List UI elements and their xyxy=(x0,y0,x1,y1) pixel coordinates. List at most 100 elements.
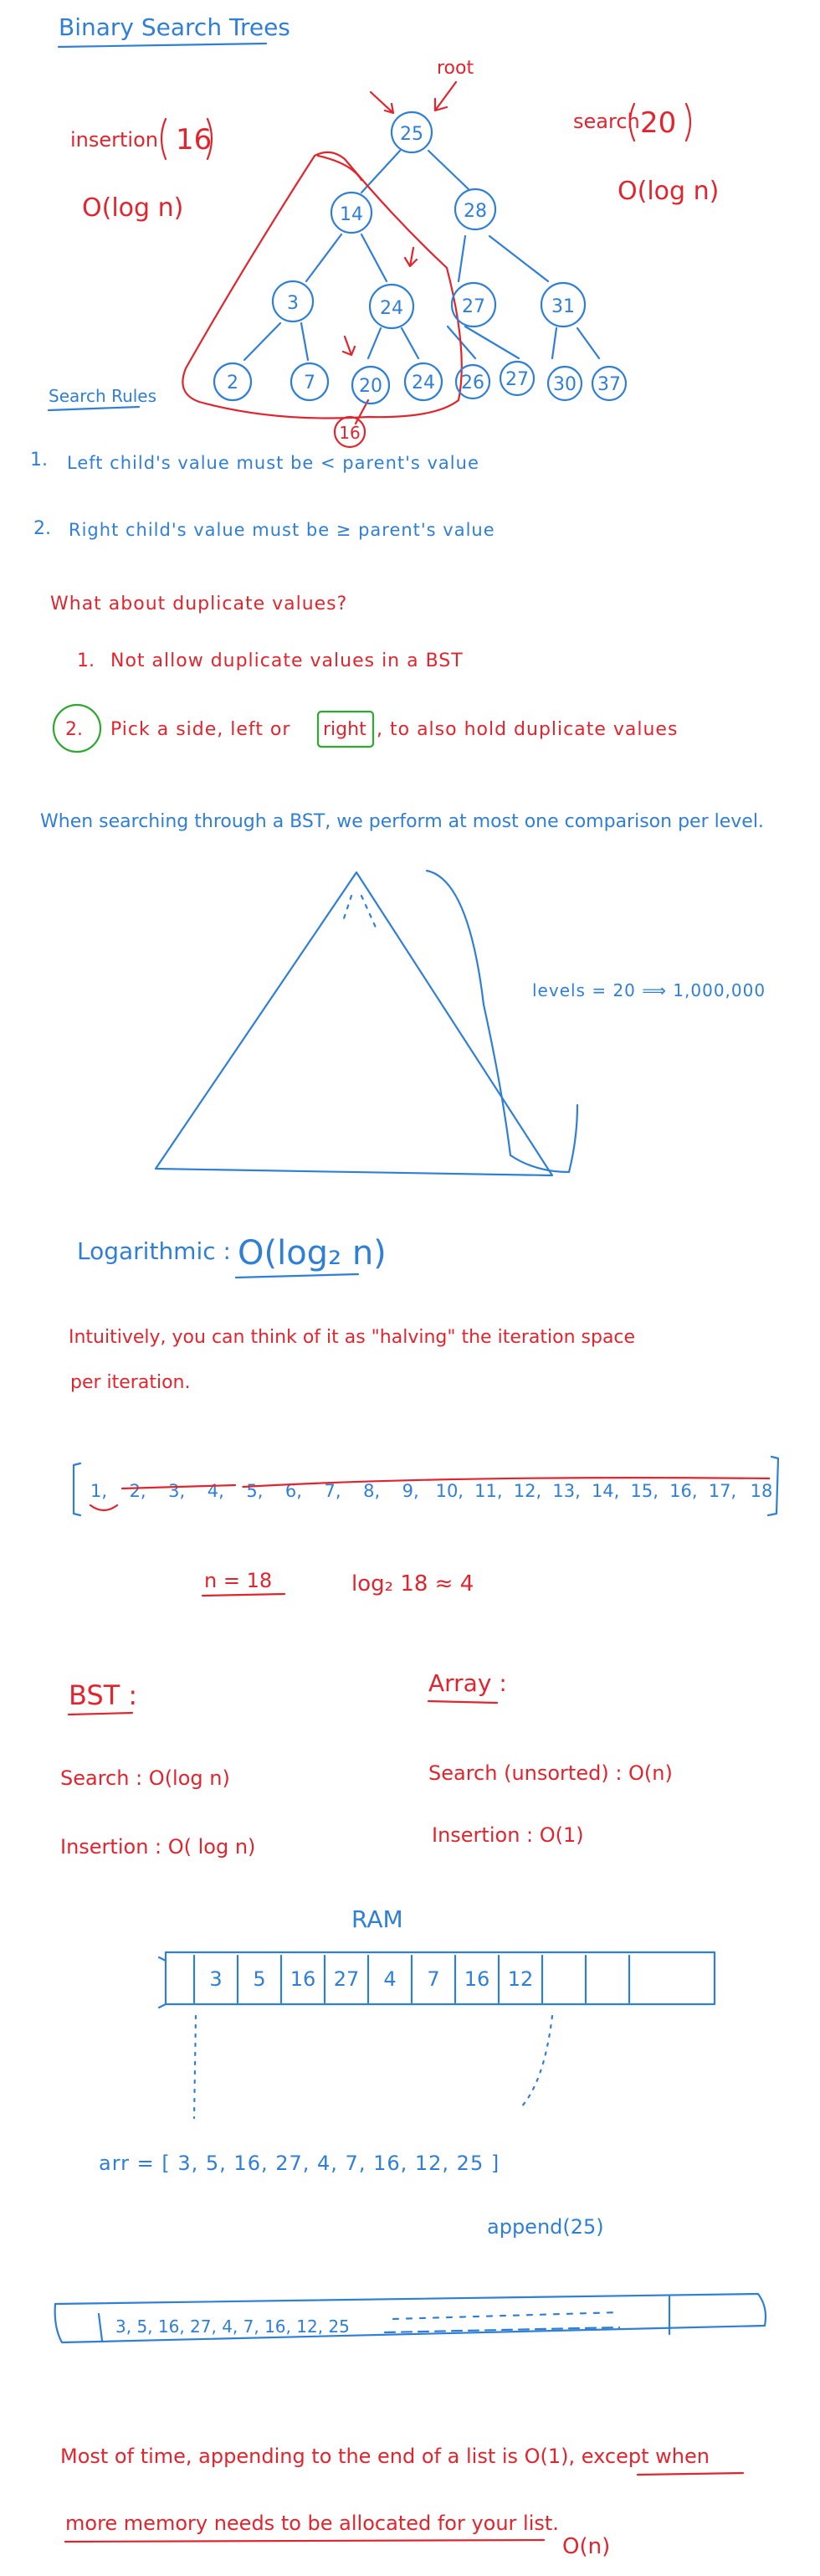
halving-array: 1,2,3,4,5,6,7,8,9,10,11,12,13,14,15,16,1… xyxy=(90,1477,773,1501)
rule-1: Left child's value must be < parent's va… xyxy=(67,453,479,473)
array-value: 8, xyxy=(363,1481,380,1501)
rule-number: 2. xyxy=(33,518,51,539)
tree-node: 25 xyxy=(390,111,433,154)
arr-line: arr = [ 3, 5, 16, 27, 4, 7, 16, 12, 25 ] xyxy=(99,2152,500,2175)
paren-right xyxy=(206,117,213,161)
array-heading: Array : xyxy=(428,1669,507,1697)
insertion-value: 16 xyxy=(176,123,212,157)
option-number: 1. xyxy=(77,650,95,671)
page-title: Binary Search Trees xyxy=(59,13,290,41)
tree-node: 28 xyxy=(454,188,497,231)
levels-note: levels = 20 ⟹ 1,000,000 xyxy=(532,980,766,1000)
down-arrow xyxy=(341,335,356,357)
subtree-outline xyxy=(182,151,463,419)
array-underline xyxy=(427,1699,499,1704)
array-value: 15, xyxy=(631,1481,659,1501)
ram-cell-value: 3 xyxy=(209,1967,222,1991)
bst-insertion: Insertion : O( log n) xyxy=(60,1835,255,1859)
bst-heading: BST : xyxy=(69,1679,137,1711)
down-arrow xyxy=(403,246,418,268)
array-value: 17, xyxy=(709,1481,736,1501)
selected-option-circle xyxy=(52,703,102,753)
search-complexity: O(log n) xyxy=(618,177,719,206)
array-value: 4, xyxy=(208,1481,224,1501)
svg-text:27: 27 xyxy=(505,369,529,390)
array-value: 11, xyxy=(474,1481,502,1501)
subtree-arrow xyxy=(316,154,363,182)
tree-node: 24 xyxy=(403,362,443,402)
array-search: Search (unsorted) : O(n) xyxy=(428,1761,673,1785)
svg-text:28: 28 xyxy=(464,201,487,222)
conclusion-line-2: more memory needs to be allocated for yo… xyxy=(65,2512,559,2535)
svg-text:25: 25 xyxy=(400,124,423,145)
tree-node-inserted: 16 xyxy=(333,415,366,449)
tree-node: 27 xyxy=(450,281,497,328)
append-call: append(25) xyxy=(487,2215,604,2239)
ram-cell-value: 16 xyxy=(464,1967,490,1991)
svg-text:16: 16 xyxy=(339,423,360,443)
svg-text:30: 30 xyxy=(553,374,577,395)
rule-number: 1. xyxy=(30,450,48,470)
bst-search: Search : O(log n) xyxy=(60,1766,230,1790)
root-label: root xyxy=(437,58,474,79)
svg-text:26: 26 xyxy=(461,373,484,393)
pointer-dots xyxy=(517,2014,554,2111)
svg-text:24: 24 xyxy=(412,373,435,393)
conclusion-underline xyxy=(64,2538,546,2543)
search-value: 20 xyxy=(640,106,676,140)
array-bracket-left xyxy=(72,1462,82,1517)
comparison-note: When searching through a BST, we perform… xyxy=(40,811,764,832)
remaining-mark xyxy=(89,1504,119,1512)
svg-text:7: 7 xyxy=(304,373,315,393)
tree-node: 7 xyxy=(290,362,330,402)
formula-underline xyxy=(234,1273,360,1279)
svg-text:37: 37 xyxy=(597,374,621,395)
array-value: 12, xyxy=(514,1481,541,1501)
n-equation: n = 18 xyxy=(204,1569,272,1592)
list-bar-start xyxy=(97,2312,104,2342)
insert-path-arrow xyxy=(369,90,395,115)
ram-cell-value: 5 xyxy=(253,1967,265,1991)
array-insertion: Insertion : O(1) xyxy=(432,1823,584,1847)
tree-node: 27 xyxy=(499,360,536,397)
array-value: 18 xyxy=(751,1481,773,1501)
duplicates-option-2-post: , to also hold duplicate values xyxy=(377,719,678,740)
conclusion-line-1: Most of time, appending to the end of a … xyxy=(60,2445,710,2468)
root-arrow xyxy=(433,80,458,112)
list-bar xyxy=(54,2292,767,2344)
search-label: search xyxy=(573,110,640,133)
insertion-label: insertion xyxy=(70,128,158,152)
paren-right xyxy=(684,102,692,142)
levels-bracket xyxy=(425,869,579,1174)
bst-underline xyxy=(67,1711,134,1716)
svg-text:27: 27 xyxy=(462,296,485,317)
svg-text:3: 3 xyxy=(287,293,299,314)
n-underline xyxy=(201,1592,286,1597)
array-value: 1, xyxy=(90,1481,107,1501)
tree-node: 2 xyxy=(213,362,253,402)
svg-text:14: 14 xyxy=(340,204,363,225)
array-value: 9, xyxy=(402,1481,419,1501)
ram-cell-value: 16 xyxy=(290,1967,316,1991)
ram-cell-value: 7 xyxy=(427,1967,439,1991)
tree-node: 37 xyxy=(591,365,628,402)
tree-node: 30 xyxy=(546,365,583,402)
array-value: 6, xyxy=(285,1481,302,1501)
svg-text:2: 2 xyxy=(227,373,238,393)
tree-node: 3 xyxy=(271,280,315,323)
logarithmic-label: Logarithmic : xyxy=(77,1237,231,1265)
array-value: 13, xyxy=(552,1481,580,1501)
array-value: 2, xyxy=(130,1481,146,1501)
tree-node: 31 xyxy=(540,281,587,328)
tree-node: 20 xyxy=(351,365,391,405)
duplicates-option-2-right: right xyxy=(323,719,366,740)
search-rules-heading: Search Rules xyxy=(49,386,156,406)
duplicates-option-1: Not allow duplicate values in a BST xyxy=(110,650,464,671)
triangle-inner-dots xyxy=(341,894,378,931)
svg-text:31: 31 xyxy=(551,296,575,317)
tree-node: 24 xyxy=(368,283,415,330)
strike-line xyxy=(120,1483,237,1490)
duplicates-question: What about duplicate values? xyxy=(50,594,347,614)
svg-text:20: 20 xyxy=(359,376,382,397)
